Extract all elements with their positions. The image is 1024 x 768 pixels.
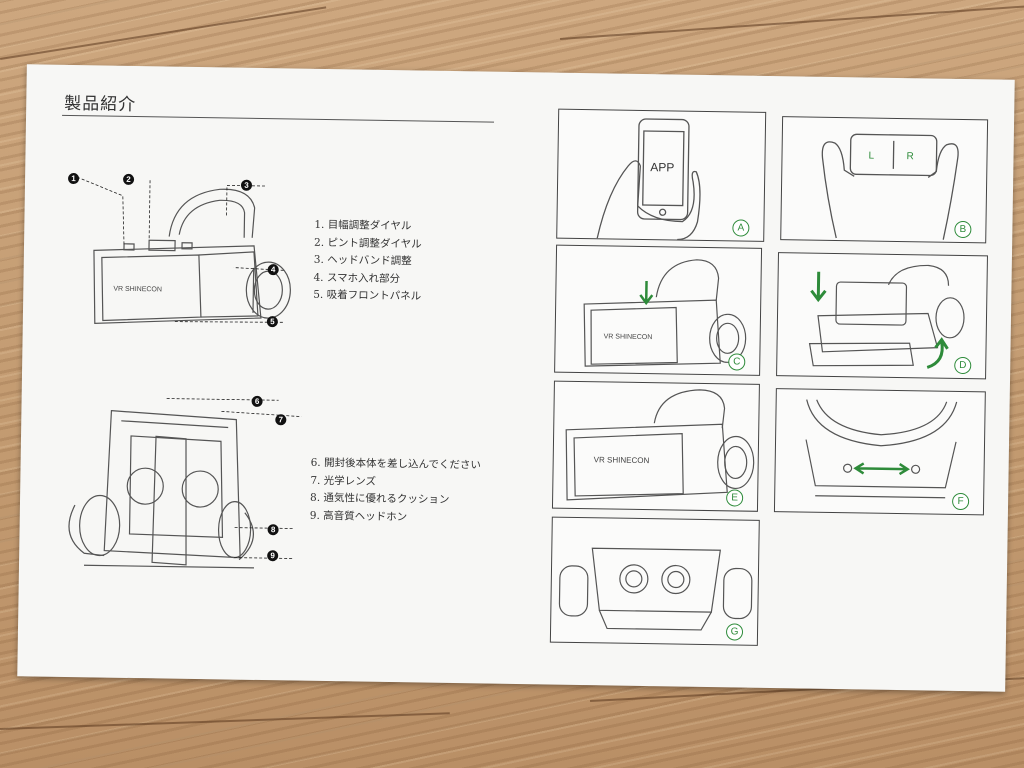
parts-list-item: 2. ピント調整ダイヤル	[314, 236, 422, 251]
step-badge-d: D	[954, 356, 972, 375]
step-panel-b: L R B	[780, 116, 989, 244]
arrow-down-icon	[810, 271, 827, 303]
callout-3: 3	[240, 179, 253, 191]
parts-list-item: 3. ヘッドバンド調整	[313, 253, 412, 268]
parts-list-item: 8. 通気性に優れるクッション	[309, 491, 450, 506]
arrow-left-right-icon	[853, 462, 910, 476]
parts-list-item: 4. スマホ入れ部分	[313, 271, 401, 285]
step-panel-c: VR SHINECON C	[554, 244, 763, 376]
parts-list-bottom: 6. 開封後本体を差し込んでください 7. 光学レンズ 8. 通気性に優れるクッ…	[310, 455, 481, 528]
step-panel-d: D	[776, 252, 988, 380]
step-panel-a: APP A	[556, 108, 767, 242]
parts-list-item: 9. 高音質ヘッドホン	[309, 509, 408, 523]
step-panel-f: F	[773, 388, 986, 516]
right-eye-label: R	[906, 151, 913, 162]
hand-icon	[821, 141, 855, 239]
hand-icon	[927, 143, 959, 240]
app-screen-label: APP	[650, 160, 674, 174]
callout-5: 5	[266, 316, 278, 328]
parts-list-item: 6. 開封後本体を差し込んでください	[310, 456, 482, 472]
title-divider	[62, 114, 495, 123]
page-title: 製品紹介	[64, 93, 137, 116]
parts-list-top: 1. 目幅調整ダイヤル 2. ピント調整ダイヤル 3. ヘッドバンド調整 4. …	[313, 217, 422, 306]
instruction-sheet: 製品紹介 VR SHINECON 1 2 3 4 5 1. 目幅	[17, 64, 1015, 692]
callout-1: 1	[67, 172, 80, 185]
phone-landscape-icon	[849, 133, 938, 177]
hand-icon	[596, 160, 701, 241]
headset-brand-label: VR SHINECON	[594, 455, 650, 465]
parts-list-item: 1. 目幅調整ダイヤル	[314, 218, 412, 233]
headset-brand-label: VR SHINECON	[604, 333, 653, 341]
left-eye-label: L	[868, 151, 874, 162]
headset-brand-label: VR SHINECON	[113, 286, 162, 294]
parts-list-item: 5. 吸着フロントパネル	[313, 288, 422, 303]
step-panel-e: VR SHINECON E	[551, 380, 760, 512]
headset-rear-illustration	[68, 398, 302, 569]
step-panel-g: G	[549, 516, 760, 646]
arrow-rotate-icon	[926, 337, 949, 369]
arrow-down-icon	[639, 281, 654, 306]
